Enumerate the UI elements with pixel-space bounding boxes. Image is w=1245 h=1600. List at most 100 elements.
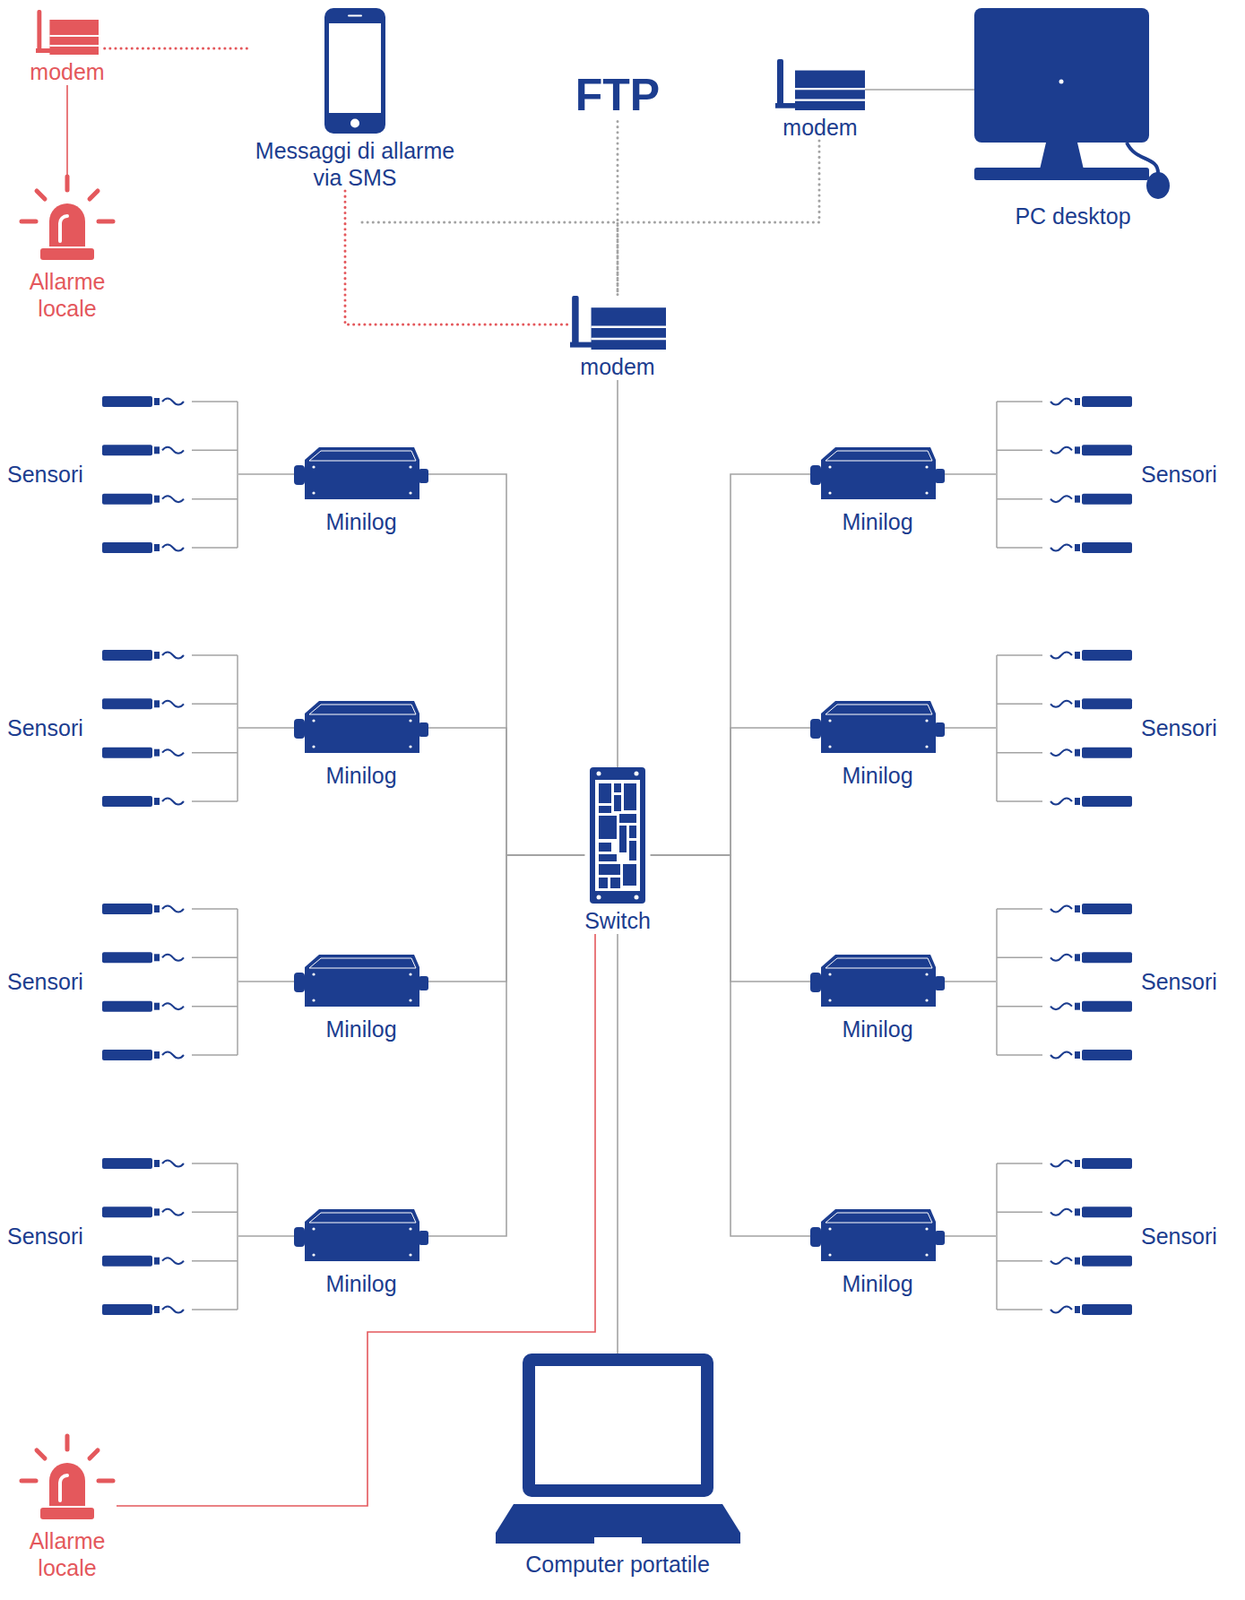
logger-lid: [825, 450, 933, 461]
sensor-cap: [154, 1002, 160, 1010]
alarm-base: [40, 248, 95, 260]
sensor-cap: [154, 700, 160, 708]
minilog-logger-icon: [810, 1205, 945, 1267]
sensor-probe: [1081, 542, 1133, 554]
mount-hole: [596, 771, 601, 777]
sensor-wire: [996, 497, 1043, 500]
sensor-cap: [1074, 905, 1081, 913]
alarm-base: [40, 1507, 95, 1520]
laptop-computer: Computer portatile: [495, 1353, 741, 1578]
minilog-logger: Minilog: [293, 1205, 429, 1297]
sensor-probe: [102, 492, 153, 504]
mount-hole: [633, 771, 639, 777]
sensor-group-label: Sensori: [1141, 714, 1218, 742]
logger-screw: [311, 972, 315, 976]
sensor-wire: [996, 1259, 1043, 1262]
device-label: Computer portatile: [525, 1550, 710, 1578]
sensor-cable: [162, 1305, 184, 1313]
device-label: Minilog: [325, 761, 397, 789]
sensor-cable: [162, 397, 184, 405]
sensor-cap: [154, 748, 160, 756]
sensor-group: Sensori: [7, 1154, 239, 1319]
ftp-server: FTP: [575, 69, 660, 122]
sensor-cable: [162, 749, 184, 756]
logger-lid: [309, 450, 416, 461]
sensor-probe: [1081, 795, 1133, 807]
cable-link: [238, 726, 294, 729]
sensor-probe: [102, 1158, 153, 1169]
sensor-bus: [236, 655, 239, 802]
switch-component: [622, 864, 637, 886]
sensor-probe: [102, 1304, 153, 1315]
phone-button: [350, 119, 360, 129]
sensor-array: [996, 396, 1133, 554]
local-alarm: Allarme locale: [17, 1434, 117, 1582]
sensor-wire: [191, 497, 238, 500]
logger-body: [304, 447, 420, 500]
cable-link: [650, 474, 811, 856]
device-label: modem: [579, 353, 655, 381]
minilog-logger: Minilog: [293, 443, 429, 536]
sensor-cable: [1050, 797, 1073, 805]
monitor: [974, 8, 1150, 143]
sensor-group-label: Sensori: [7, 968, 94, 995]
alarm-highlight: [60, 216, 68, 242]
sensor-cap: [154, 953, 160, 961]
sensor-wire: [996, 654, 1043, 657]
sensor-group-icon: [995, 899, 1133, 1064]
logger-screw: [408, 491, 412, 494]
sensor-wire: [191, 1259, 238, 1262]
logger-screw: [828, 465, 831, 468]
sensor-cable: [162, 953, 184, 960]
sensor-wire: [191, 1308, 238, 1311]
sensor-array: [102, 396, 238, 554]
sensor-cap: [1074, 397, 1081, 406]
sensor-probe: [1081, 903, 1133, 915]
sensor-array: [996, 1158, 1133, 1315]
logger-screw: [311, 1227, 315, 1230]
sensor-cap: [1074, 544, 1081, 552]
cable-link: [616, 380, 619, 768]
cable-link: [944, 473, 996, 476]
sensor-probe: [1081, 746, 1133, 758]
sensor-cable: [1050, 397, 1073, 405]
sensor-cable: [162, 797, 184, 805]
sensor-array: [996, 903, 1133, 1061]
device-label: modem: [29, 58, 104, 86]
device-label: Minilog: [841, 508, 913, 536]
cable-gland: [293, 465, 305, 485]
sensor-group-label: Sensori: [1141, 968, 1218, 995]
alarm-ray: [89, 190, 98, 199]
switch-component: [598, 805, 612, 813]
modem-body: [590, 307, 666, 350]
laptop-base: [495, 1504, 741, 1544]
sensor-wire: [191, 1210, 238, 1213]
sensor-cap: [154, 651, 160, 659]
sensor-probe: [102, 903, 153, 915]
sensor-cap: [1074, 1256, 1081, 1264]
cable-gland: [293, 718, 305, 739]
logger-screw: [828, 744, 831, 748]
sensor-group: Sensori: [995, 899, 1218, 1064]
sensor-cap: [154, 905, 160, 913]
device-label: Minilog: [325, 508, 397, 536]
device-label: PC desktop: [1014, 202, 1131, 230]
sensor-cable: [162, 700, 184, 707]
logger-screw: [925, 1253, 928, 1256]
minilog-logger-icon: [293, 1205, 429, 1267]
sensor-probe: [1081, 1158, 1133, 1169]
sensor-cap: [1074, 494, 1081, 502]
alarm-label: Allarme locale: [17, 268, 117, 322]
sensor-cap: [1074, 953, 1081, 961]
sensor-cap: [1074, 446, 1081, 454]
modem-body: [49, 19, 99, 55]
logger-screw: [408, 465, 412, 468]
sensor-group-label: Sensori: [1141, 460, 1218, 488]
phone-device: Messaggi di allarme via SMS: [247, 8, 463, 191]
device-label: Switch: [584, 907, 651, 934]
cable-gland: [810, 465, 822, 485]
monitor-neck: [1039, 142, 1084, 170]
sensor-wire: [191, 654, 238, 657]
